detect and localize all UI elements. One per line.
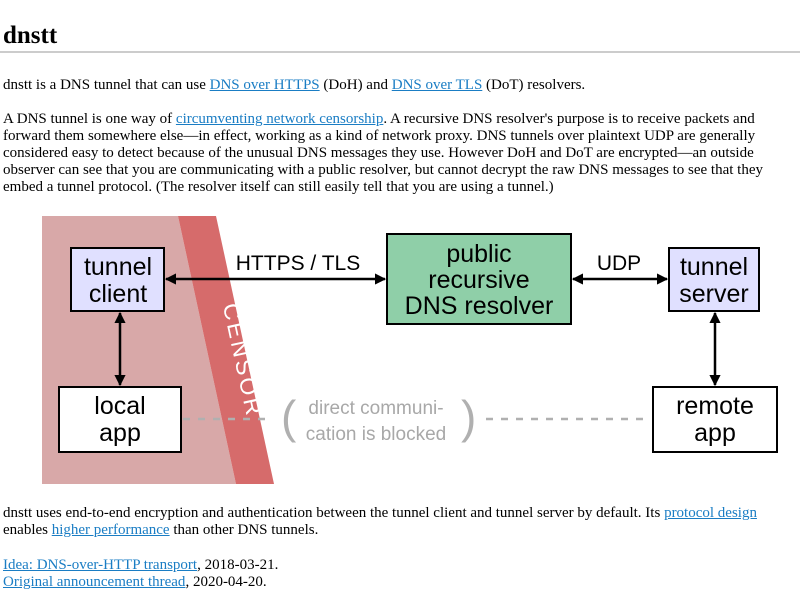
reference-links: Idea: DNS-over-HTTP transport, 2018-03-2…	[3, 557, 278, 591]
intro-paragraph: dnstt is a DNS tunnel that can use DNS o…	[3, 77, 585, 94]
link-circumventing-censorship[interactable]: circumventing network censorship	[175, 111, 384, 127]
remote-app-label: app	[694, 419, 736, 447]
resolver-box	[386, 233, 572, 325]
reference-date: , 2018-03-21.	[197, 557, 279, 573]
resolver-label: public	[446, 240, 511, 268]
link-higher-performance[interactable]: higher performance	[51, 522, 170, 538]
remote-app-label: remote	[676, 392, 754, 420]
paragraph-line: forward them somewhere else—in effect, w…	[3, 128, 756, 144]
paragraph-text: enables	[3, 522, 52, 538]
intro-text: (DoH) and	[319, 77, 392, 93]
censorship-paragraph: A DNS tunnel is one way of circumventing…	[3, 111, 763, 196]
blocked-paren-open: (	[281, 391, 297, 443]
local-app-label: local	[94, 392, 145, 420]
tunnel-client-label: client	[89, 280, 147, 308]
paragraph-line: considered easy to detect because of the…	[3, 145, 754, 161]
architecture-diagram: CENSOR tunnel client local app public re…	[38, 212, 800, 487]
tunnel-client-box	[70, 247, 165, 312]
reference-date: , 2020-04-20.	[185, 574, 267, 590]
blocked-label: cation is blocked	[306, 424, 446, 445]
intro-text: dnstt is a DNS tunnel that can use	[3, 77, 210, 93]
page: dnstt	[3, 0, 800, 50]
blocked-paren-close: )	[461, 391, 476, 443]
intro-text: (DoT) resolvers.	[482, 77, 586, 93]
reference-item: Original announcement thread, 2020-04-20…	[3, 574, 278, 591]
paragraph-line: embed a tunnel protocol. (The resolver i…	[3, 179, 554, 195]
paragraph-text: than other DNS tunnels.	[169, 522, 319, 538]
local-app-box	[58, 386, 182, 453]
title-divider	[0, 51, 800, 53]
tunnel-server-label: tunnel	[680, 253, 748, 281]
tunnel-server-label: server	[679, 280, 748, 308]
tunnel-server-box	[668, 247, 760, 312]
link-announcement-thread[interactable]: Original announcement thread	[3, 574, 186, 590]
udp-label: UDP	[597, 252, 641, 275]
https-tls-label: HTTPS / TLS	[236, 252, 360, 275]
resolver-label: recursive	[428, 266, 529, 294]
paragraph-text: A DNS tunnel is one way of	[3, 111, 176, 127]
tunnel-client-label: tunnel	[84, 253, 152, 281]
reference-item: Idea: DNS-over-HTTP transport, 2018-03-2…	[3, 557, 278, 574]
resolver-label: DNS resolver	[405, 292, 554, 320]
page-title: dnstt	[3, 22, 58, 49]
encryption-paragraph: dnstt uses end-to-end encryption and aut…	[3, 505, 757, 539]
link-dns-over-tls[interactable]: DNS over TLS	[391, 77, 483, 93]
local-app-label: app	[99, 419, 141, 447]
paragraph-text: . A recursive DNS resolver's purpose is …	[383, 111, 755, 127]
link-protocol-design[interactable]: protocol design	[664, 505, 757, 521]
blocked-label: direct communi-	[308, 398, 443, 419]
link-dns-over-https[interactable]: DNS over HTTPS	[209, 77, 320, 93]
paragraph-text: dnstt uses end-to-end encryption and aut…	[3, 505, 665, 521]
paragraph-line: observer can see that you are communicat…	[3, 162, 763, 178]
remote-app-box	[652, 386, 778, 453]
link-idea-dns-over-http[interactable]: Idea: DNS-over-HTTP transport	[3, 557, 198, 573]
